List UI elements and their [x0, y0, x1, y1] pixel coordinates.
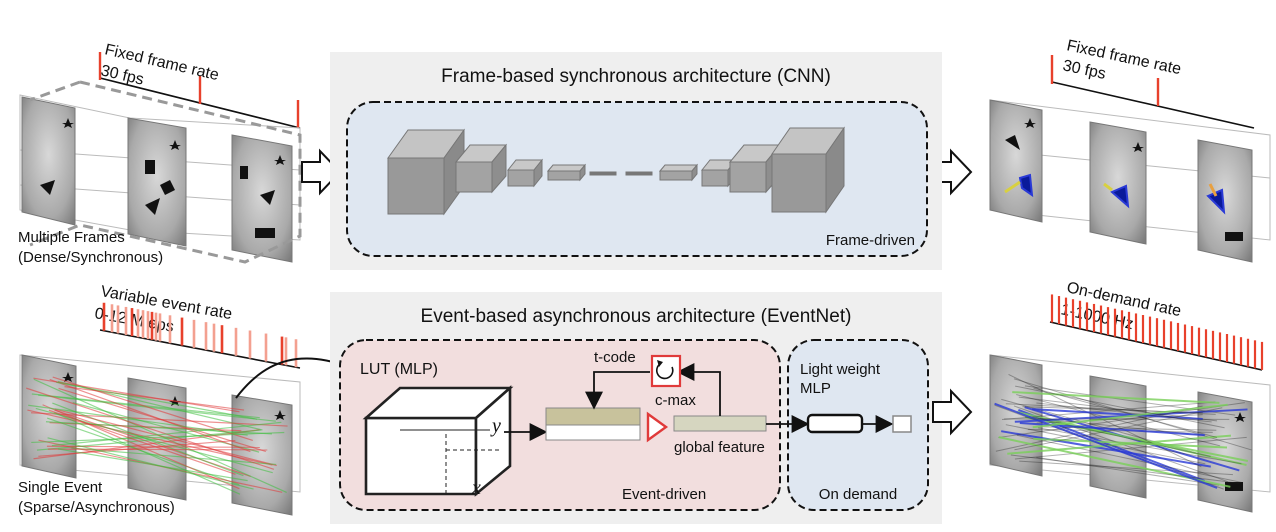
tick-mark: [1008, 374, 1202, 468]
top-right-timeline: Fixed frame rate 30 fps: [1050, 37, 1255, 129]
event-driven-label: Event-driven: [622, 486, 706, 503]
tick-mark: [1001, 430, 1211, 468]
tick-mark: [1014, 436, 1247, 460]
feature-bottom: [545, 424, 641, 441]
bottom-title: Event-based asynchronous architecture (E…: [421, 306, 852, 327]
loop-icon: [655, 360, 674, 380]
global-feature-label: global feature: [674, 439, 765, 456]
top-left-timeline: Fixed frame rate 30 fps: [98, 41, 301, 129]
tick-mark: [54, 411, 241, 495]
bottom-input-label-line2: (Sparse/Asynchronous): [18, 499, 175, 516]
tick-mark: [31, 393, 260, 419]
hollow-arrow-icon: [932, 388, 973, 436]
on-demand-label: On demand: [819, 486, 897, 503]
cmax-label: c-max: [655, 392, 696, 409]
feature-top: [545, 407, 641, 426]
tick-mark: [28, 404, 248, 436]
tick-mark: [51, 421, 282, 447]
mlp-block: [806, 413, 864, 434]
bottom-output-frames: [989, 354, 1271, 513]
tick-mark: [1016, 434, 1242, 483]
tick-mark: [1016, 394, 1221, 447]
tick-mark: [26, 387, 275, 470]
tick-mark: [1036, 414, 1203, 424]
event-cloud: [26, 376, 288, 495]
cnn-decoder: [658, 126, 845, 214]
tick-mark: [1032, 408, 1203, 420]
tick-mark: [64, 386, 245, 411]
tick-mark: [48, 409, 236, 475]
tick-mark: [1010, 454, 1240, 484]
tick-mark: [1007, 434, 1232, 455]
tick-mark: [1036, 456, 1220, 486]
bottom-input-label-line1: Single Event: [18, 479, 103, 496]
tick-mark: [1033, 437, 1228, 449]
tick-mark: [1036, 402, 1212, 423]
top-input-label-line2: (Dense/Synchronous): [18, 249, 163, 266]
tick-mark: [57, 448, 248, 482]
tick-mark: [1015, 385, 1225, 429]
tick-mark: [1040, 426, 1217, 431]
mlp-label-line1: Light weight: [800, 361, 881, 378]
tick-mark: [47, 437, 254, 490]
cnn-encoder: [387, 128, 653, 216]
tick-mark: [56, 381, 258, 420]
tick-mark: [49, 378, 251, 453]
tcode-label: t-code: [594, 349, 636, 366]
tick-mark: [33, 377, 240, 413]
tick-mark: [1019, 460, 1233, 476]
lut-cube: [362, 385, 514, 497]
tick-mark: [47, 448, 268, 451]
triangle-icon: [646, 411, 669, 443]
on-demand-ticks: [1050, 294, 1264, 370]
output-node: [892, 415, 912, 433]
tick-mark: [1028, 415, 1211, 458]
tick-mark: [1024, 385, 1236, 416]
tick-mark: [1014, 407, 1223, 451]
tick-mark: [1027, 429, 1213, 433]
top-input-label-line1: Multiple Frames: [18, 229, 125, 246]
tick-mark: [1012, 391, 1220, 404]
axis-y-label: y: [490, 415, 501, 437]
tick-mark: [1005, 403, 1216, 415]
global-feature-bar: [673, 415, 767, 432]
mlp-label-line2: MLP: [800, 380, 831, 397]
frame-driven-label: Frame-driven: [826, 232, 915, 249]
bottom-left-timeline: Variable event rate 0-12 M eps: [93, 283, 301, 369]
tick-mark: [1005, 424, 1206, 465]
top-title: Frame-based synchronous architecture (CN…: [441, 66, 831, 87]
tick-mark: [1016, 410, 1247, 466]
tick-mark: [994, 402, 1218, 489]
output-event-cloud: [994, 374, 1252, 490]
tick-mark: [1032, 403, 1228, 429]
top-left-rate-line2: 30 fps: [99, 62, 145, 88]
tick-mark: [38, 394, 276, 422]
tick-mark: [1001, 401, 1216, 420]
lut-label: LUT (MLP): [360, 361, 438, 378]
tick-mark: [1033, 387, 1218, 439]
top-output-frames: [989, 99, 1271, 263]
top-input-frames: [19, 80, 302, 264]
variable-event-ticks: [102, 302, 298, 368]
axis-x-label: x: [471, 477, 481, 499]
